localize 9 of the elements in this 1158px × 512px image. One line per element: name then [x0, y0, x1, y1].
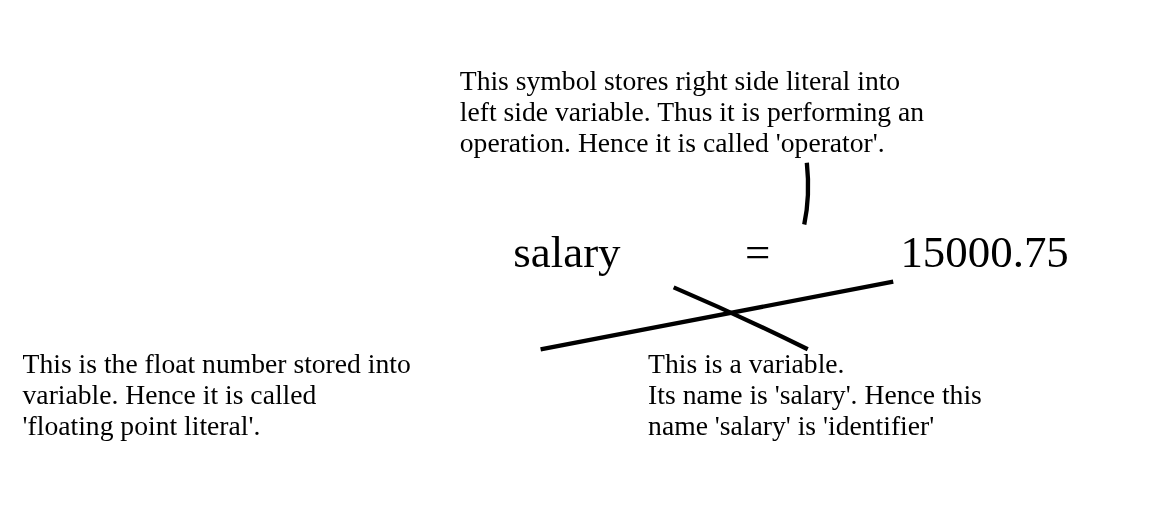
connector — [802, 162, 811, 225]
node-text: 15000.75 — [900, 226, 1069, 277]
node-text: salary — [513, 226, 621, 277]
node-text: This is a variable. Its name is 'salary'. Hence this name 'salary' is 'identifier' — [648, 348, 982, 442]
node-text: = — [744, 226, 771, 277]
connector — [540, 279, 894, 352]
node-text: This symbol stores right side literal into left side variable. Thus it is performing an operation. Hence it is called 'operator'. — [459, 64, 925, 158]
node-text: This is the float number stored into variable. Hence it is called 'floating point literal'. — [22, 348, 411, 442]
connector — [672, 285, 809, 352]
